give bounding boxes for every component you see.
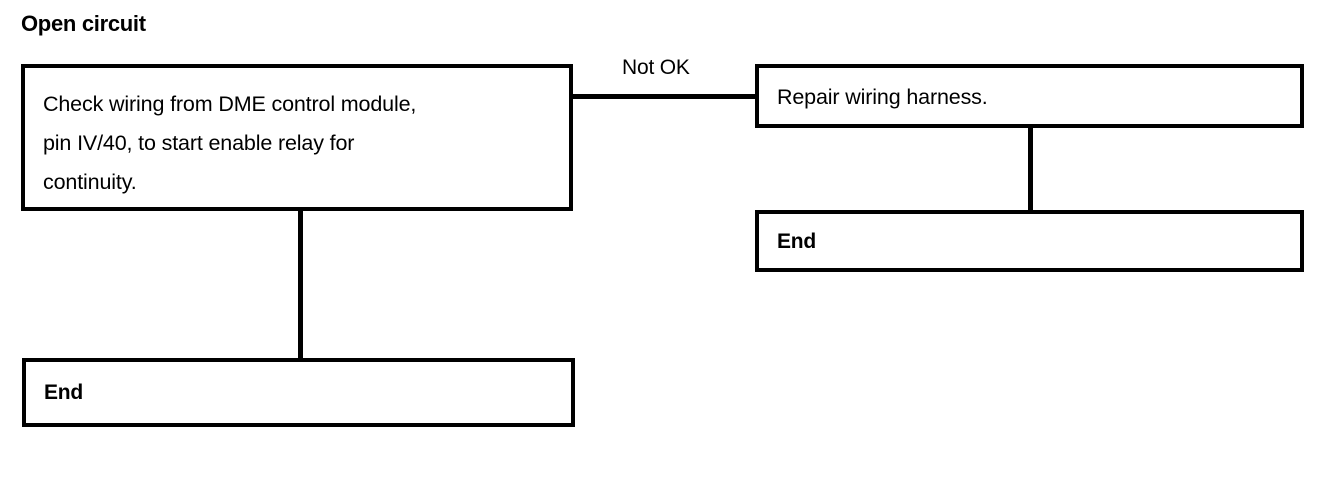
node-end-left-label: End <box>44 381 84 404</box>
flowchart-node-check-wiring[interactable]: Check wiring from DME control module, pi… <box>21 64 573 211</box>
flowchart-node-repair-harness[interactable]: Repair wiring harness. <box>755 64 1304 128</box>
page-title: Open circuit <box>21 11 146 36</box>
node-end-right-label: End <box>777 230 817 253</box>
flowchart-node-end-right[interactable]: End <box>755 210 1304 272</box>
node-check-wiring-label: Check wiring from DME control module, pi… <box>43 92 417 194</box>
connector-repair-to-end <box>1028 125 1033 213</box>
connector-check-to-end <box>298 208 303 361</box>
connector-check-to-repair <box>569 94 759 99</box>
node-repair-harness-label: Repair wiring harness. <box>777 85 988 109</box>
edge-label-not-ok: Not OK <box>618 56 694 80</box>
flowchart-node-end-left[interactable]: End <box>22 358 575 427</box>
